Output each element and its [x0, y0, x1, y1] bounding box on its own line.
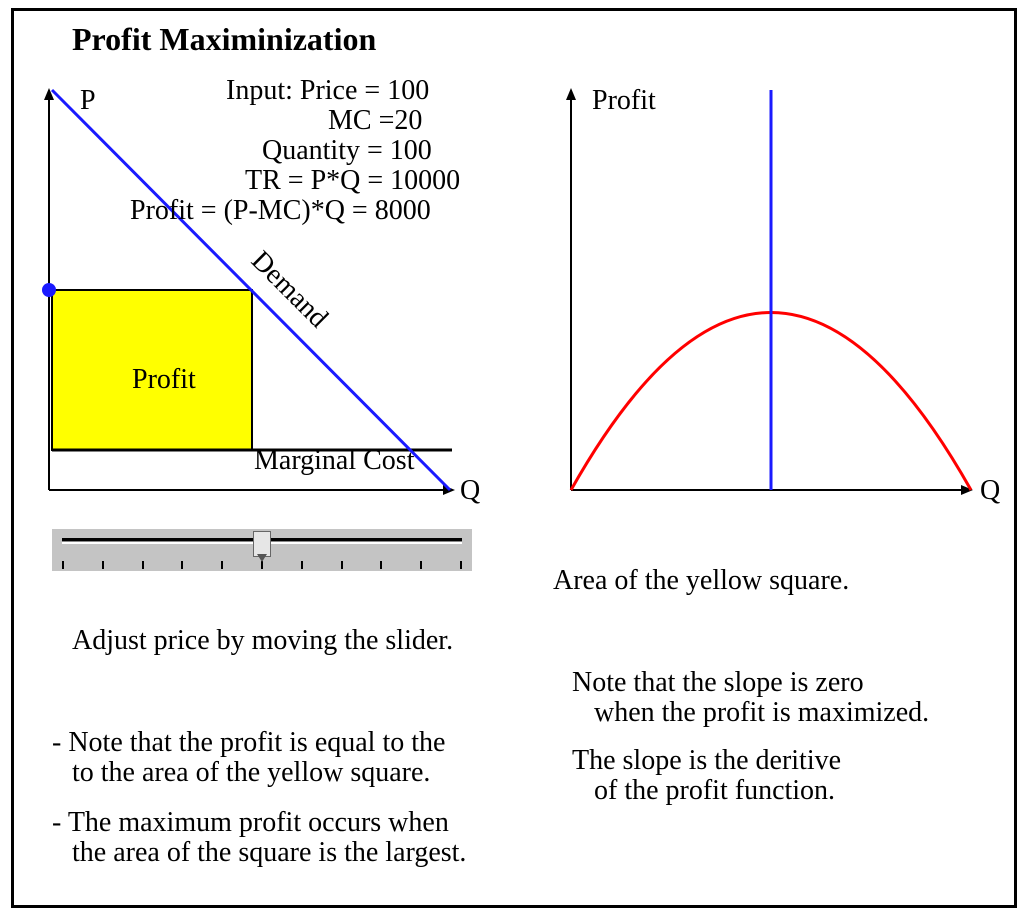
slider-tick	[101, 561, 104, 569]
slider-tick	[261, 561, 263, 569]
note1-line1: - Note that the profit is equal to the	[52, 727, 446, 758]
demand-line	[50, 88, 452, 492]
left-x-axis-label: Q	[460, 475, 481, 506]
info-profit: Profit = (P-MC)*Q = 8000	[130, 195, 431, 226]
area-note: Area of the yellow square.	[553, 565, 850, 596]
demand-label: Demand	[245, 245, 334, 334]
left-y-axis-label: P	[80, 85, 96, 116]
right-x-axis-label: Q	[980, 475, 1001, 506]
slider-tick	[340, 561, 343, 569]
slider-thumb[interactable]	[253, 531, 271, 562]
slider-tick	[181, 561, 184, 569]
adjust-instruction: Adjust price by moving the slider.	[72, 625, 454, 656]
slider-ticks	[62, 561, 462, 569]
slope-note2-line2: of the profit function.	[594, 775, 836, 806]
right-y-axis-arrow	[566, 88, 576, 100]
price-marker[interactable]	[42, 283, 56, 297]
note2-line2: the area of the square is the largest.	[72, 837, 467, 868]
info-mc: MC =20	[328, 105, 423, 136]
slider-tick	[62, 561, 64, 569]
marginal-cost-label: Marginal Cost	[254, 445, 415, 476]
slider-tick	[460, 561, 462, 569]
info-tr: TR = P*Q = 10000	[245, 165, 461, 196]
slope-note1-line2: when the profit is maximized.	[594, 697, 930, 728]
left-y-axis-arrow	[44, 88, 54, 100]
slope-note1-line1: Note that the slope is zero	[572, 667, 864, 698]
slider-tick	[420, 561, 423, 569]
page-title: Profit Maximinization	[72, 21, 377, 57]
slider-tick	[380, 561, 383, 569]
info-price: Input: Price = 100	[226, 75, 430, 106]
note1-line2: to the area of the yellow square.	[72, 757, 431, 788]
slider-tick	[221, 561, 224, 569]
app-frame	[11, 8, 1017, 908]
right-x-axis-arrow	[961, 485, 973, 495]
right-y-axis-label: Profit	[592, 85, 656, 116]
slider-tick	[141, 561, 144, 569]
profit-area-label: Profit	[132, 364, 196, 395]
info-quantity: Quantity = 100	[262, 135, 432, 166]
slider-tick	[300, 561, 303, 569]
slope-note2-line1: The slope is the deritive	[572, 745, 842, 776]
note2-line1: - The maximum profit occurs when	[52, 807, 449, 838]
price-slider[interactable]	[52, 529, 472, 571]
